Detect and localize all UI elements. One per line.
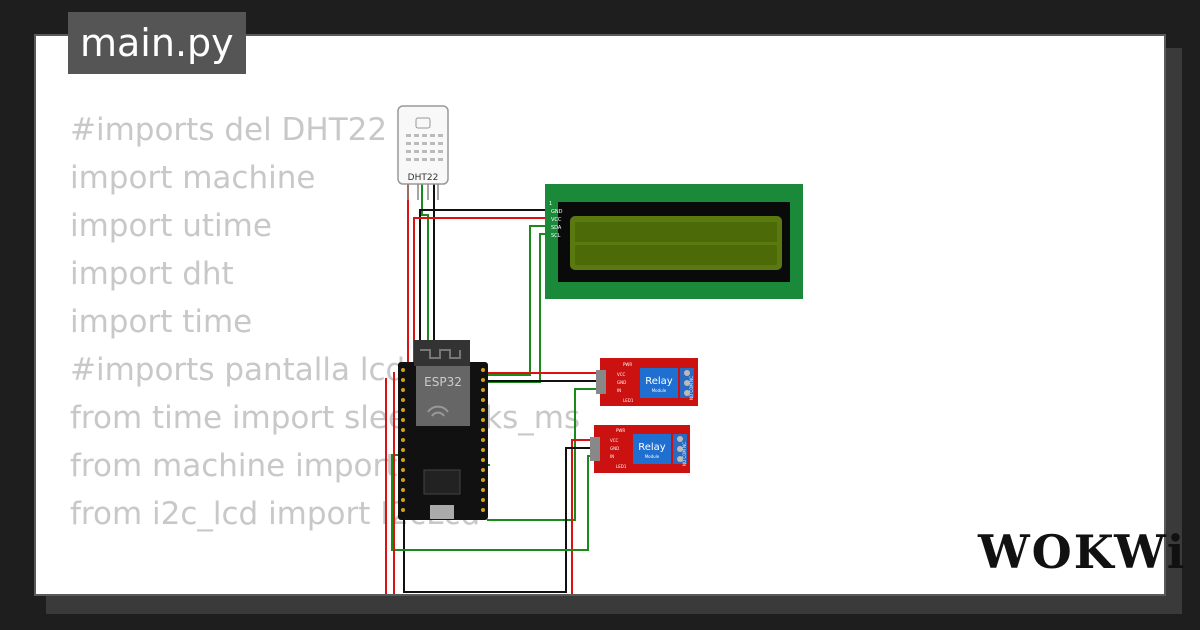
wire-lcd-scl: [482, 233, 550, 383]
relay-module-2: Relay Module PWR VCC GND IN LED1 NO COM …: [590, 425, 690, 473]
lcd-pin-label: GND: [551, 209, 563, 215]
code-line: #Pin y Rele: [70, 586, 580, 594]
lcd-pin-label: SDA: [551, 225, 562, 231]
wire-relay2-gnd: [403, 447, 596, 593]
lcd-pin-label: SCL: [551, 233, 561, 239]
code-line: #imports pantalla lcd: [70, 352, 406, 388]
relay2-pin: IN: [610, 454, 614, 459]
relay2-pin: VCC: [610, 438, 619, 443]
relay-module-1: Relay Module PWR VCC GND IN LED1 NO COM …: [596, 358, 698, 406]
wire-relay2-vcc: [571, 439, 596, 594]
wire-dht-vcc: [400, 182, 409, 376]
dht22-label: DHT22: [408, 173, 439, 183]
wire-lcd-vcc: [413, 217, 550, 372]
wokwi-logo[interactable]: WOKWi: [978, 525, 1187, 579]
file-tab-label: main.py: [80, 21, 234, 65]
relay1-subtitle: Module: [652, 388, 667, 393]
code-line: import time: [70, 304, 253, 340]
wire-relay1-in: [487, 388, 603, 521]
code-line: import machine: [70, 160, 316, 196]
code-line: import dht: [70, 256, 234, 292]
esp32-label: ESP32: [424, 375, 462, 389]
relay1-pin: PWR: [623, 362, 632, 367]
esp32-board: ESP32: [398, 340, 488, 520]
wire-dht-data: [421, 182, 429, 360]
relay2-pin: LED1: [616, 464, 627, 469]
relay1-pin: LED1: [623, 398, 634, 403]
code-line: #imports del DHT22: [70, 112, 388, 148]
relay1-terminal: NO COM NC: [689, 376, 694, 400]
lcd-pin-label: 1: [549, 201, 552, 207]
dht22-sensor: DHT22: [397, 105, 449, 200]
relay1-pin: GND: [617, 380, 626, 385]
relay2-terminal: NO COM NC: [682, 442, 687, 466]
wire-lcd-sda: [482, 225, 550, 376]
lcd-pin-label: VCC: [551, 217, 562, 223]
relay2-pin: GND: [610, 446, 619, 451]
lcd-display: 1 GND VCC SDA SCL: [545, 184, 803, 299]
code-line: import utime: [70, 208, 272, 244]
relay2-title: Relay: [638, 442, 666, 453]
file-tab[interactable]: main.py: [68, 12, 246, 74]
relay2-pin: PWR: [616, 428, 625, 433]
relay1-pin: IN: [617, 388, 621, 393]
wire-lcd-gnd: [419, 209, 550, 360]
relay1-pin: VCC: [617, 372, 626, 377]
preview-card: #imports del DHT22 import machine import…: [34, 34, 1166, 596]
relay2-subtitle: Module: [645, 454, 660, 459]
relay1-title: Relay: [645, 376, 673, 387]
